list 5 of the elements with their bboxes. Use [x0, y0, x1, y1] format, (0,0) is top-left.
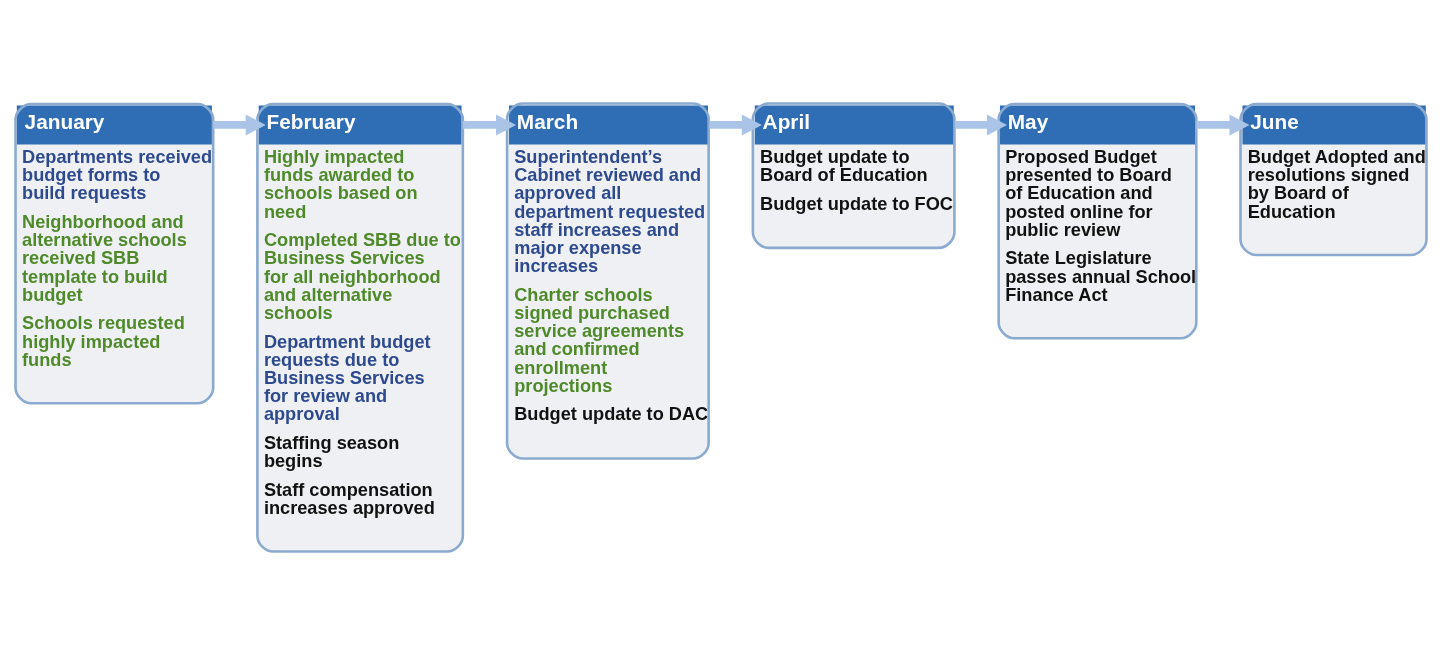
- arrow: [462, 113, 517, 135]
- arrow: [709, 113, 762, 135]
- arrow: [213, 113, 266, 135]
- arrow: [955, 113, 1008, 135]
- arrow: [1196, 113, 1250, 135]
